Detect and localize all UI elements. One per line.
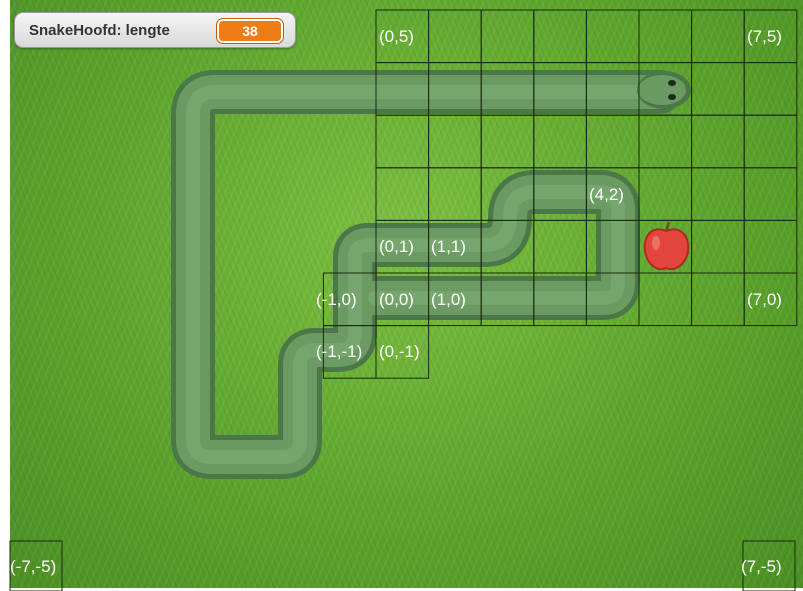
grid-cell	[534, 220, 587, 273]
grid-cell	[376, 115, 429, 168]
grid-cell	[639, 168, 692, 221]
monitor-value: 38	[217, 19, 283, 43]
grid-cell	[534, 115, 587, 168]
grid-label-7-0: (7,0)	[747, 290, 782, 309]
grid-cell	[692, 273, 745, 326]
grid-cell	[692, 168, 745, 221]
grid-label-0-5: (0,5)	[379, 27, 414, 46]
grid-cell	[692, 10, 745, 63]
grid-label-7-5: (7,5)	[747, 27, 782, 46]
grid-cell	[692, 63, 745, 116]
grid-cell	[692, 220, 745, 273]
grid-cell	[429, 115, 482, 168]
grid-label-4-2: (4,2)	[589, 185, 624, 204]
grid-label-0-1: (0,1)	[379, 237, 414, 256]
grid-cell	[639, 115, 692, 168]
grid-label-1-1: (1,1)	[431, 237, 466, 256]
grid-cell	[744, 63, 797, 116]
grid-cell	[376, 168, 429, 221]
variable-monitor[interactable]: SnakeHoofd: lengte 38	[14, 12, 296, 48]
monitor-label: SnakeHoofd: lengte	[29, 22, 170, 39]
grid-label-neg7-neg5: (-7,-5)	[10, 557, 56, 576]
grid-cell	[744, 220, 797, 273]
grid-label-0-neg1: (0,-1)	[379, 342, 420, 361]
apple-icon	[645, 222, 689, 269]
grid-cell	[429, 168, 482, 221]
snake-head	[637, 71, 691, 109]
snake-body	[193, 92, 660, 457]
grid-cell	[534, 10, 587, 63]
grid-cell	[744, 115, 797, 168]
grid-cell	[639, 273, 692, 326]
grid-label-0-0: (0,0)	[379, 290, 414, 309]
grid-label-neg1-neg1: (-1,-1)	[316, 342, 362, 361]
grid-cell	[586, 10, 639, 63]
grid-cell	[481, 115, 534, 168]
grid-cell	[586, 115, 639, 168]
grid-cell	[692, 115, 745, 168]
grid-label-7-neg5: (7,-5)	[741, 557, 782, 576]
grid-label-neg1-0: (-1,0)	[316, 290, 357, 309]
grid-cell	[481, 10, 534, 63]
corner-cells	[10, 541, 795, 591]
grid-label-1-0: (1,0)	[431, 290, 466, 309]
grid-cell	[639, 10, 692, 63]
grid-cell	[429, 10, 482, 63]
grid-cell	[744, 168, 797, 221]
